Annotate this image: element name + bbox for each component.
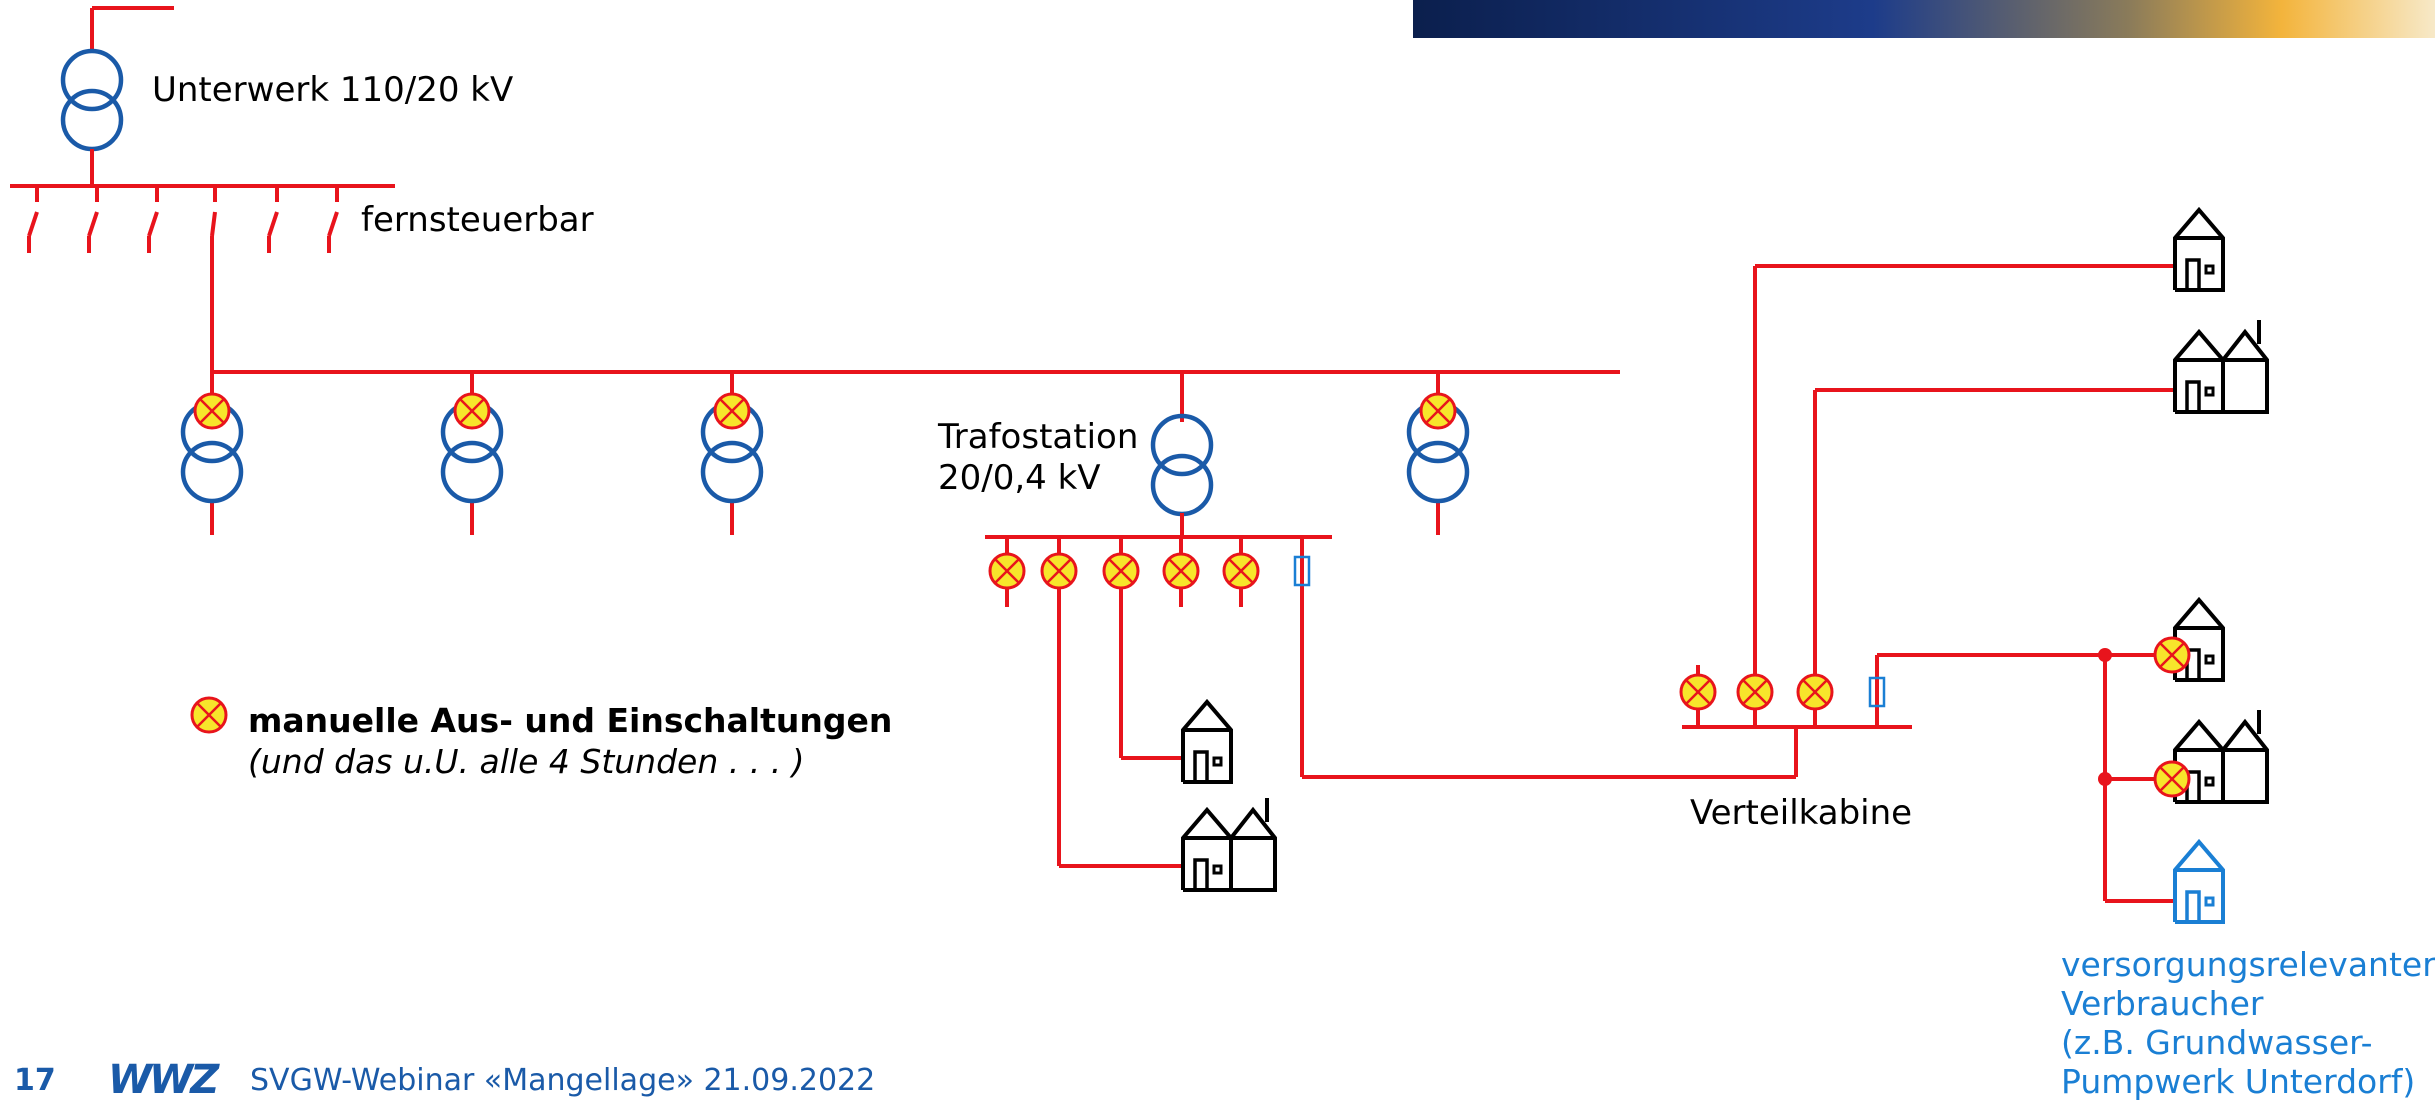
transformer-icon xyxy=(1153,416,1211,514)
trafostation-label: Trafostation xyxy=(937,417,1138,457)
manual-switch-icon xyxy=(2153,636,2191,674)
trafostation-voltage-label: 20/0,4 kV xyxy=(938,458,1101,498)
manual-switch-icon xyxy=(1736,673,1774,711)
house-icon xyxy=(2173,208,2225,292)
manual-switch-icon xyxy=(1796,673,1834,711)
header-banner-image xyxy=(1413,0,2435,38)
critical-house-icon xyxy=(2173,840,2225,924)
mv-feeder xyxy=(210,236,1620,535)
critical-consumer-label-3: (z.B. Grundwasser- xyxy=(2061,1023,2373,1062)
manual-switch-icon xyxy=(988,552,1026,590)
manual-switch-icon xyxy=(453,392,491,430)
legend-switch-icon xyxy=(190,696,228,734)
wwz-logo: WWZ xyxy=(108,1057,220,1103)
critical-consumer-label-4: Pumpwerk Unterdorf) xyxy=(2061,1062,2415,1101)
remote-switches xyxy=(27,186,339,253)
manual-switch-icon xyxy=(1222,552,1260,590)
substation-label: Unterwerk 110/20 kV xyxy=(152,70,513,110)
critical-consumer-label-2: Verbraucher xyxy=(2061,984,2264,1023)
manual-switch-icon xyxy=(1102,552,1140,590)
manual-switch-icon xyxy=(2153,760,2191,798)
manual-switch-icon xyxy=(1419,392,1457,430)
remote-label: fernsteuerbar xyxy=(361,200,594,240)
substation xyxy=(10,6,395,188)
manual-switch-icon xyxy=(1162,552,1200,590)
legend-title: manuelle Aus- und Einschaltungen xyxy=(248,701,892,740)
double-house-icon xyxy=(2173,708,2269,804)
manual-switch-icon xyxy=(1679,673,1717,711)
manual-switch-icon xyxy=(713,392,751,430)
manual-switch-icon xyxy=(193,392,231,430)
verteilkabine-label: Verteilkabine xyxy=(1690,793,1912,833)
double-house-icon xyxy=(2173,318,2269,414)
page-number: 17 xyxy=(14,1063,56,1098)
manual-switch-icon xyxy=(1040,552,1078,590)
transformer-icon xyxy=(63,51,121,149)
house-icon xyxy=(1181,700,1233,784)
legend-note: (und das u.U. alle 4 Stunden . . . ) xyxy=(248,742,805,781)
critical-consumer-label-1: versorgungsrelevanter xyxy=(2061,945,2435,984)
footer-text: SVGW-Webinar «Mangellage» 21.09.2022 xyxy=(250,1063,875,1098)
double-house-icon xyxy=(1181,796,1277,892)
